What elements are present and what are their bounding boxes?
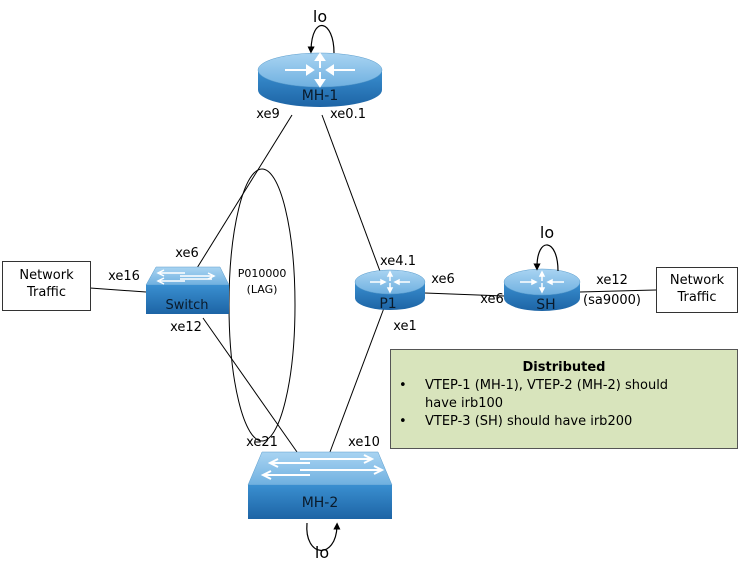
bullet-icon: • xyxy=(399,414,407,429)
iface-mh2-xe21: xe21 xyxy=(246,435,278,450)
note-item-1-line1: VTEP-1 (MH-1), VTEP-2 (MH-2) should xyxy=(425,378,669,393)
note-title: Distributed xyxy=(522,360,606,375)
iface-switch-xe6: xe6 xyxy=(175,246,199,261)
switch-label: Switch xyxy=(166,298,209,313)
links xyxy=(89,114,657,453)
traffic-right-line2: Traffic xyxy=(677,290,717,305)
p1-label: P1 xyxy=(379,296,396,312)
iface-p1-xe1: xe1 xyxy=(393,319,417,334)
router-arrows-icon xyxy=(285,52,355,88)
link-mh1-p1 xyxy=(321,114,385,283)
iface-sh-xe12: xe12 xyxy=(596,273,628,288)
sh-loopback-label: lo xyxy=(540,223,554,242)
note-item-2-line1: VTEP-3 (SH) should have irb200 xyxy=(425,414,633,429)
iface-p1-xe6: xe6 xyxy=(431,272,455,287)
sh-label: SH xyxy=(536,297,555,313)
device-mh1[interactable]: MH-1 xyxy=(257,52,383,107)
distributed-note: Distributed • VTEP-1 (MH-1), VTEP-2 (MH-… xyxy=(390,349,738,449)
link-p1-mh2 xyxy=(329,307,385,453)
iface-switch-xe12: xe12 xyxy=(170,320,202,335)
device-switch[interactable]: Switch xyxy=(145,266,230,314)
iface-sh-sa9000: (sa9000) xyxy=(583,293,641,308)
switch-arrows-icon xyxy=(260,454,385,480)
link-traffic-switch xyxy=(89,287,147,293)
lag-label-1: P010000 xyxy=(238,267,287,280)
link-sh-traffic xyxy=(579,289,657,293)
switch-arrows-icon xyxy=(156,269,216,285)
network-traffic-left[interactable]: Network Traffic xyxy=(2,261,91,311)
device-p1[interactable]: P1 xyxy=(354,269,426,312)
bullet-icon: • xyxy=(399,378,407,393)
iface-switch-xe16: xe16 xyxy=(108,269,140,284)
device-mh2[interactable]: MH-2 xyxy=(247,451,393,519)
mh2-label: MH-2 xyxy=(302,495,339,511)
router-arrows-icon xyxy=(520,270,564,294)
router-arrows-icon xyxy=(370,270,410,294)
network-traffic-right[interactable]: Network Traffic xyxy=(656,267,738,313)
sh-loopback-arrow xyxy=(533,244,559,272)
lag-label-2: (LAG) xyxy=(247,283,278,296)
link-p1-sh xyxy=(424,292,505,297)
mh1-loopback-label: lo xyxy=(313,7,327,26)
mh1-loopback-arrow xyxy=(307,25,335,54)
iface-mh1-xe9: xe9 xyxy=(256,107,280,122)
traffic-left-line2: Traffic xyxy=(26,285,67,300)
iface-p1-xe4-1: xe4.1 xyxy=(380,254,416,269)
lag-ellipse[interactable] xyxy=(228,168,296,442)
note-item: • VTEP-1 (MH-1), VTEP-2 (MH-2) should ha… xyxy=(391,377,737,413)
mh1-label: MH-1 xyxy=(302,88,339,104)
traffic-left-line1: Network xyxy=(19,268,74,283)
traffic-right-line1: Network xyxy=(669,273,725,288)
iface-mh1-xe0-1: xe0.1 xyxy=(330,107,366,122)
mh2-loopback-arrow xyxy=(306,522,341,551)
iface-mh2-xe10: xe10 xyxy=(348,435,380,450)
mh2-loopback-label: lo xyxy=(315,543,329,562)
note-list: • VTEP-1 (MH-1), VTEP-2 (MH-2) should ha… xyxy=(391,377,737,431)
link-mh1-switch xyxy=(196,114,293,269)
link-switch-mh2 xyxy=(202,317,298,453)
note-item-1-line2: have irb100 xyxy=(425,396,504,411)
device-sh[interactable]: SH xyxy=(503,268,581,313)
iface-sh-xe6: xe6 xyxy=(480,292,504,307)
note-item: • VTEP-3 (SH) should have irb200 xyxy=(391,413,737,431)
